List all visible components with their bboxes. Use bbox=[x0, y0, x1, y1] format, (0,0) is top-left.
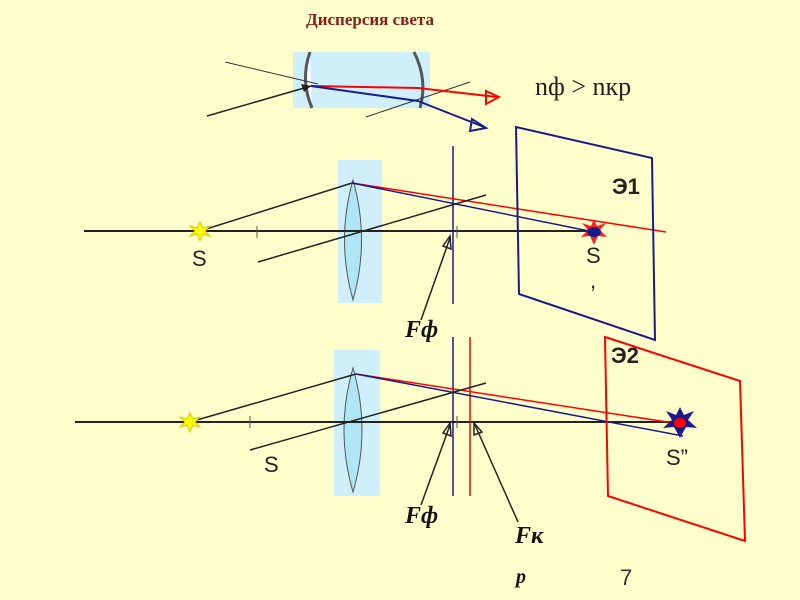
violet-ray-lower bbox=[355, 373, 684, 437]
source-star-lower bbox=[178, 411, 202, 434]
pointer-ff-lower bbox=[420, 424, 451, 506]
image-label-lower: S” bbox=[666, 445, 688, 470]
pointer-fkr-lower bbox=[474, 424, 519, 523]
lens-fragment-inset bbox=[206, 51, 502, 133]
screen-e2-label: Э2 bbox=[611, 343, 639, 368]
red-ray-lower bbox=[355, 373, 681, 425]
lower-setup bbox=[75, 335, 747, 543]
inset-red-ray-inside bbox=[310, 85, 419, 89]
image-label-upper-prime: , bbox=[590, 268, 597, 293]
image-core-upper bbox=[587, 227, 601, 237]
screen-e1 bbox=[514, 125, 657, 342]
source-label-lower: S bbox=[264, 452, 279, 477]
pointer-ff-lower-arrowhead bbox=[441, 420, 452, 438]
auxiliary-ray-lower bbox=[249, 382, 487, 451]
inset-red-ray-out bbox=[417, 87, 498, 98]
pointer-fkr-lower-arrowhead bbox=[473, 421, 484, 437]
inset-normal-left bbox=[224, 61, 319, 85]
image-core-lower bbox=[674, 418, 686, 428]
inset-incident-arrowhead bbox=[301, 84, 311, 92]
image-label-upper: S bbox=[586, 243, 601, 268]
page-number: 7 bbox=[620, 565, 633, 590]
focus-violet-label-upper: Fф bbox=[405, 317, 439, 343]
focus-red-label: Fк bbox=[515, 523, 544, 549]
pointer-ff-upper-arrowhead bbox=[441, 233, 452, 251]
auxiliary-ray-upper bbox=[257, 194, 487, 263]
converging-lens-upper bbox=[344, 178, 362, 302]
inset-incident-ray bbox=[206, 85, 312, 117]
inset-normal-right bbox=[365, 81, 471, 118]
refraction-index-formula: nф > nкр bbox=[535, 72, 632, 101]
upper-setup bbox=[84, 125, 667, 342]
inset-left-surface bbox=[304, 51, 314, 109]
violet-ray-upper bbox=[351, 182, 595, 233]
inset-violet-arrowhead bbox=[468, 117, 489, 133]
source-star-upper bbox=[188, 220, 212, 243]
inset-violet-ray-out bbox=[417, 100, 485, 128]
slide-title: Дисперсия света bbox=[306, 10, 434, 29]
screen-e1-label: Э1 bbox=[612, 174, 640, 199]
ray-source-to-lens-lower bbox=[189, 373, 357, 423]
focus-violet-label-lower: Fф bbox=[405, 503, 439, 529]
pointer-ff-upper bbox=[420, 237, 451, 321]
inset-right-surface bbox=[412, 51, 425, 109]
source-label-upper: S bbox=[192, 246, 207, 271]
ray-source-to-lens-upper bbox=[199, 182, 353, 232]
converging-lens-lower bbox=[343, 366, 363, 494]
red-ray-upper bbox=[351, 182, 667, 233]
screen-e2 bbox=[603, 335, 747, 543]
inset-red-arrowhead bbox=[485, 89, 502, 106]
focus-red-label-tail: р bbox=[516, 566, 526, 588]
inset-violet-ray-inside bbox=[310, 85, 419, 102]
